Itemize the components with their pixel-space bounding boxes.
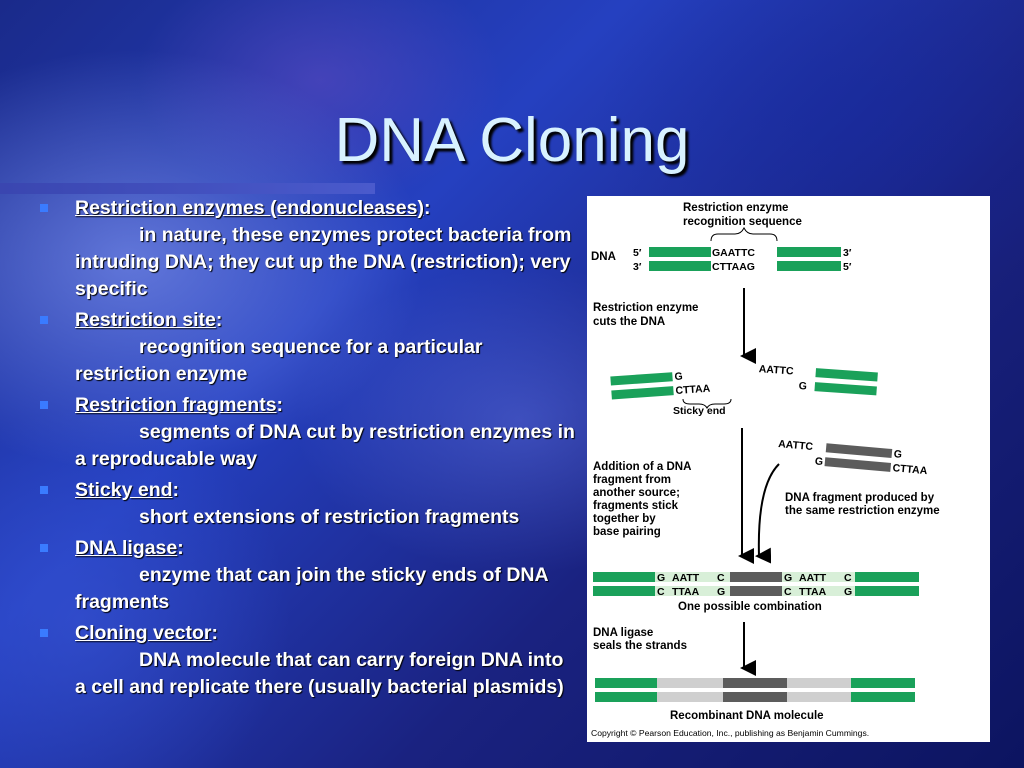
- sticky-end-bracket: [682, 398, 732, 410]
- bullet-item: Cloning vector: DNA molecule that can ca…: [38, 620, 578, 701]
- recognition-label-2: recognition sequence: [683, 216, 802, 228]
- bullet-item: Sticky end: short extensions of restrict…: [38, 477, 578, 531]
- curved-arrow: [755, 463, 780, 564]
- svg-text:base pairing: base pairing: [593, 526, 661, 538]
- svg-text:TTAA: TTAA: [672, 586, 700, 598]
- svg-text:Addition of a DNA: Addition of a DNA: [593, 461, 691, 473]
- bullet-colon: :: [423, 197, 431, 219]
- cut-label-1: Restriction enzyme: [593, 302, 698, 314]
- svg-text:G: G: [657, 572, 665, 584]
- bullet-description: in nature, these enzymes protect bacteri…: [75, 224, 572, 300]
- bullet-term: Cloning vector: [75, 622, 212, 644]
- cut-label-2: cuts the DNA: [593, 316, 665, 328]
- bullet-description: recognition sequence for a particular re…: [75, 336, 483, 385]
- dna-cloning-figure: Restriction enzyme recognition sequence …: [587, 196, 990, 742]
- bullet-colon: :: [215, 309, 223, 331]
- recognition-bracket: [710, 226, 778, 242]
- bullet-term: Sticky end: [75, 479, 173, 501]
- bullet-list: Restriction enzymes (endonucleases): in …: [38, 195, 578, 705]
- square-bullet-icon: [40, 401, 48, 409]
- left-fragment: G CTTAA: [610, 371, 711, 400]
- bullet-colon: :: [211, 622, 219, 644]
- svg-text:C: C: [784, 586, 792, 598]
- title-accent-bar: [0, 183, 375, 194]
- foreign-bottom-start: G: [814, 455, 823, 468]
- foreign-top-end: G: [893, 448, 902, 461]
- bullet-colon: :: [276, 394, 284, 416]
- svg-text:fragment from: fragment from: [593, 474, 671, 486]
- svg-text:TTAA: TTAA: [799, 586, 827, 598]
- square-bullet-icon: [40, 486, 48, 494]
- prime-5-bottom-right: 5′: [843, 261, 852, 273]
- prime-3-top-right: 3′: [843, 247, 852, 259]
- sequence-bottom: CTTAAG: [712, 261, 755, 273]
- svg-text:AATT: AATT: [799, 572, 827, 584]
- svg-text:another source;: another source;: [593, 487, 680, 499]
- right-fragment: AATTC G: [758, 363, 878, 396]
- prime-5-top: 5′: [633, 247, 642, 259]
- svg-text:G: G: [717, 586, 725, 598]
- svg-text:DNA fragment produced by: DNA fragment produced by: [785, 492, 935, 504]
- figure-svg: Restriction enzyme recognition sequence …: [591, 202, 940, 738]
- bullet-description: enzyme that can join the sticky ends of …: [75, 564, 548, 613]
- bullet-item: DNA ligase: enzyme that can join the sti…: [38, 535, 578, 616]
- bullet-description: DNA molecule that can carry foreign DNA …: [75, 649, 564, 698]
- bullet-term: Restriction fragments: [75, 394, 277, 416]
- square-bullet-icon: [40, 316, 48, 324]
- foreign-bottom-seq: CTTAA: [892, 462, 928, 477]
- addition-label: Addition of a DNA fragment from another …: [593, 461, 691, 538]
- bullet-term: Restriction site: [75, 309, 216, 331]
- foreign-label: DNA fragment produced by the same restri…: [785, 492, 940, 517]
- bullet-item: Restriction site: recognition sequence f…: [38, 307, 578, 388]
- prime-3-top: 3′: [633, 261, 642, 273]
- dna-strand-top-left: [649, 247, 711, 257]
- svg-text:AATT: AATT: [672, 572, 700, 584]
- combination-row: G AATT C G AATT C C TTAA G C TTAA G: [593, 572, 919, 598]
- svg-text:the same restriction enzyme: the same restriction enzyme: [785, 505, 940, 517]
- square-bullet-icon: [40, 204, 48, 212]
- slide-title: DNA Cloning: [334, 106, 690, 175]
- svg-text:DNA ligase: DNA ligase: [593, 627, 653, 639]
- recombinant-dna: [595, 678, 915, 702]
- sticky-end-label: Sticky end: [673, 405, 726, 417]
- bullet-term: Restriction enzymes (endonucleases): [75, 197, 424, 219]
- square-bullet-icon: [40, 544, 48, 552]
- left-fragment-top: G: [674, 371, 683, 384]
- svg-text:G: G: [784, 572, 792, 584]
- recognition-label-1: Restriction enzyme: [683, 202, 788, 214]
- bullet-description: short extensions of restriction fragment…: [139, 506, 520, 528]
- foreign-fragment: AATTC G G CTTAA: [778, 438, 928, 477]
- dna-strand-bottom-left: [649, 261, 711, 271]
- dna-strand-top-right: [777, 247, 841, 257]
- bullet-colon: :: [172, 479, 180, 501]
- bullet-colon: :: [177, 537, 184, 559]
- svg-text:C: C: [844, 572, 852, 584]
- foreign-top-seq: AATTC: [778, 438, 814, 453]
- svg-text:fragments stick: fragments stick: [593, 500, 679, 512]
- copyright-text: Copyright © Pearson Education, Inc., pub…: [591, 728, 869, 738]
- dna-label: DNA: [591, 251, 616, 263]
- bullet-item: Restriction enzymes (endonucleases): in …: [38, 195, 578, 303]
- svg-text:seals the strands: seals the strands: [593, 640, 687, 652]
- svg-text:C: C: [657, 586, 665, 598]
- bullet-term: DNA ligase: [75, 537, 178, 559]
- svg-text:C: C: [717, 572, 725, 584]
- svg-text:together by: together by: [593, 513, 656, 525]
- recombinant-label: Recombinant DNA molecule: [670, 710, 824, 722]
- dna-strand-bottom-right: [777, 261, 841, 271]
- left-fragment-bottom: CTTAA: [675, 383, 711, 397]
- combination-label: One possible combination: [678, 601, 822, 613]
- right-fragment-bottom: G: [798, 380, 807, 393]
- bullet-item: Restriction fragments: segments of DNA c…: [38, 392, 578, 473]
- right-fragment-top: AATTC: [758, 363, 794, 377]
- ligase-label: DNA ligase seals the strands: [593, 627, 687, 652]
- square-bullet-icon: [40, 629, 48, 637]
- svg-text:G: G: [844, 586, 852, 598]
- bullet-description: segments of DNA cut by restriction enzym…: [75, 421, 575, 470]
- sequence-top: GAATTC: [712, 247, 755, 259]
